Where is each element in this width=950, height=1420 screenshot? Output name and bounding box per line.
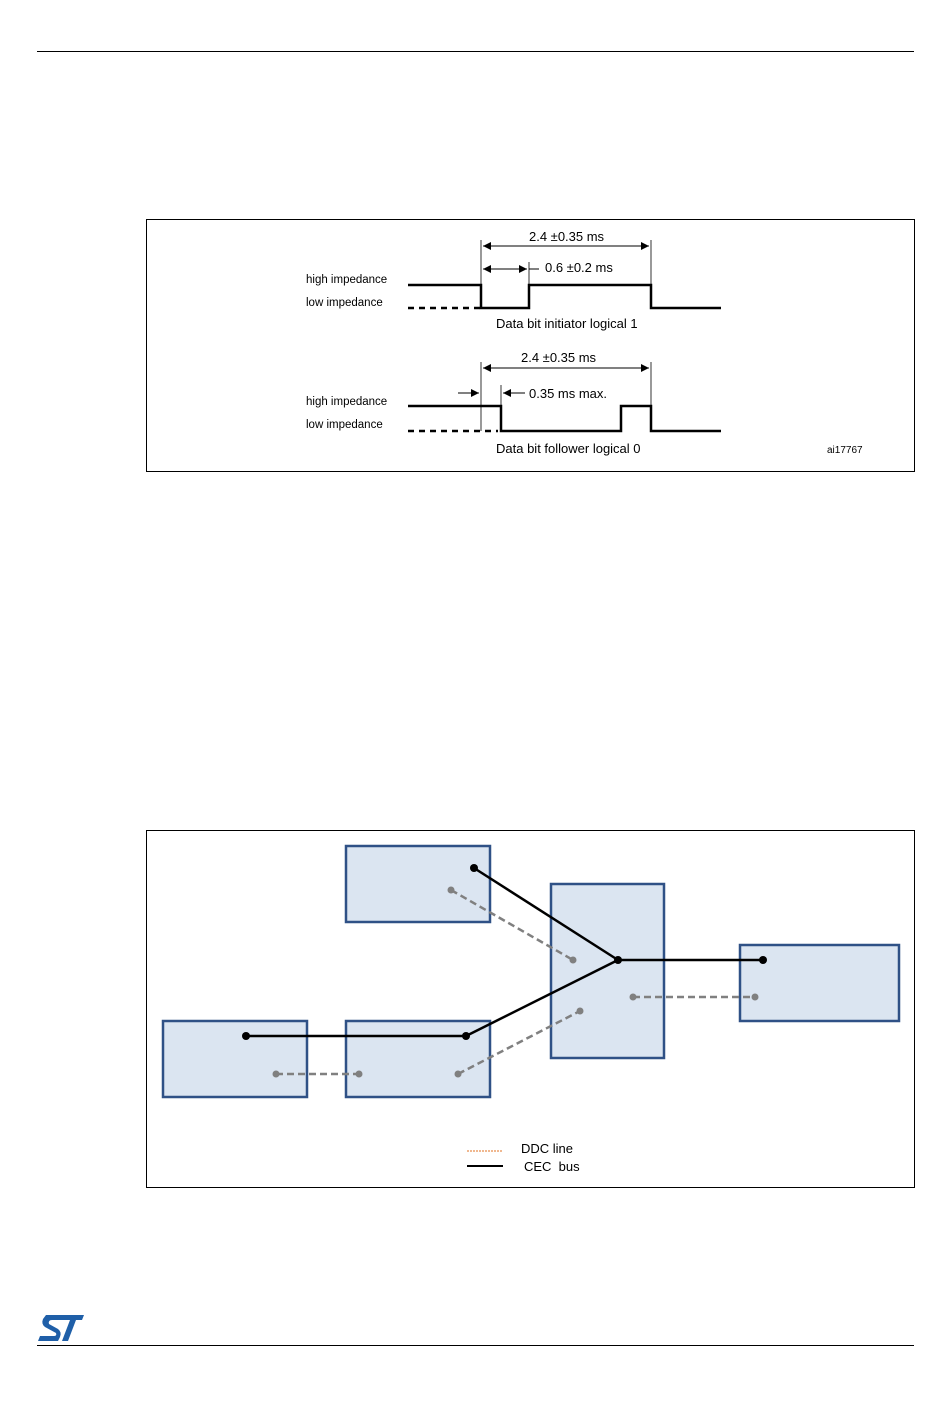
footer-rule bbox=[37, 1345, 914, 1346]
